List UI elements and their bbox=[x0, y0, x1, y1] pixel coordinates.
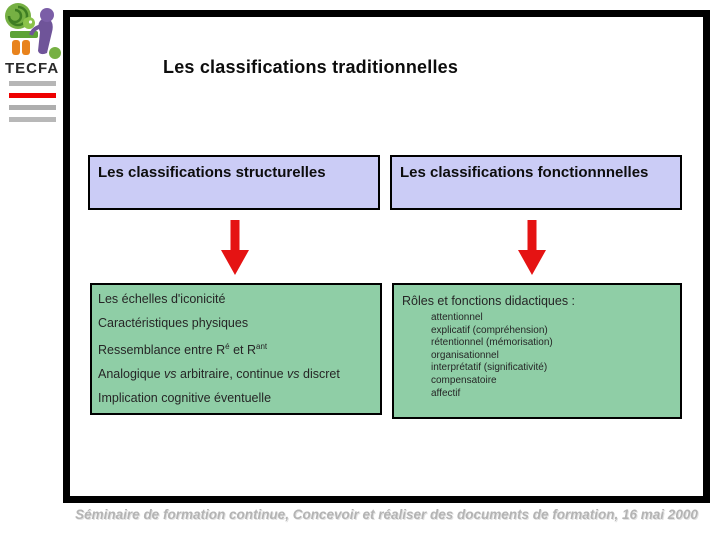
slide-footer: Séminaire de formation continue, Concevo… bbox=[75, 507, 698, 522]
left-box-line: Caractéristiques physiques bbox=[98, 316, 249, 330]
right-box-item: rétentionnel (mémorisation) bbox=[431, 337, 553, 349]
logo-bar bbox=[9, 93, 56, 98]
content-box-fonctionnelles: Rôles et fonctions didactiques : attenti… bbox=[392, 283, 682, 419]
logo-bar bbox=[9, 117, 56, 122]
left-box-line: Ressemblance entre Ré et Rant bbox=[98, 342, 268, 358]
down-arrow-icon bbox=[518, 220, 546, 275]
down-arrow-icon bbox=[221, 220, 249, 275]
right-box-item: organisationnel bbox=[431, 349, 499, 361]
slide-title: Les classifications traditionnelles bbox=[163, 57, 459, 77]
right-box-item: attentionnel bbox=[431, 312, 483, 323]
right-box-item: compensatoire bbox=[431, 374, 497, 386]
logo-bar bbox=[9, 105, 56, 110]
right-box-item: affectif bbox=[431, 387, 461, 399]
tecfa-logo-art-icon bbox=[5, 3, 61, 59]
left-box-line: Analogique vs arbitraire, continue vs di… bbox=[98, 367, 340, 382]
left-box-line: Implication cognitive éventuelle bbox=[98, 391, 272, 406]
slide-frame: Les classifications traditionnelles Les … bbox=[63, 10, 710, 503]
tecfa-logo-text: TECFA bbox=[5, 60, 60, 77]
header-box-structurelles: Les classifications structurelles bbox=[88, 155, 380, 210]
logo-bar bbox=[9, 81, 56, 86]
tecfa-logo-bars bbox=[9, 81, 62, 122]
header-box-fonctionnelles: Les classifications fonctionnnelles bbox=[390, 155, 682, 210]
tecfa-logo: TECFA bbox=[0, 2, 62, 129]
right-box-item: explicatif (compréhension) bbox=[431, 324, 548, 336]
left-box-line: Les échelles d'iconicité bbox=[98, 292, 226, 306]
right-box-item: interprétatif (significativité) bbox=[431, 362, 548, 374]
right-box-title: Rôles et fonctions didactiques : bbox=[402, 294, 576, 308]
